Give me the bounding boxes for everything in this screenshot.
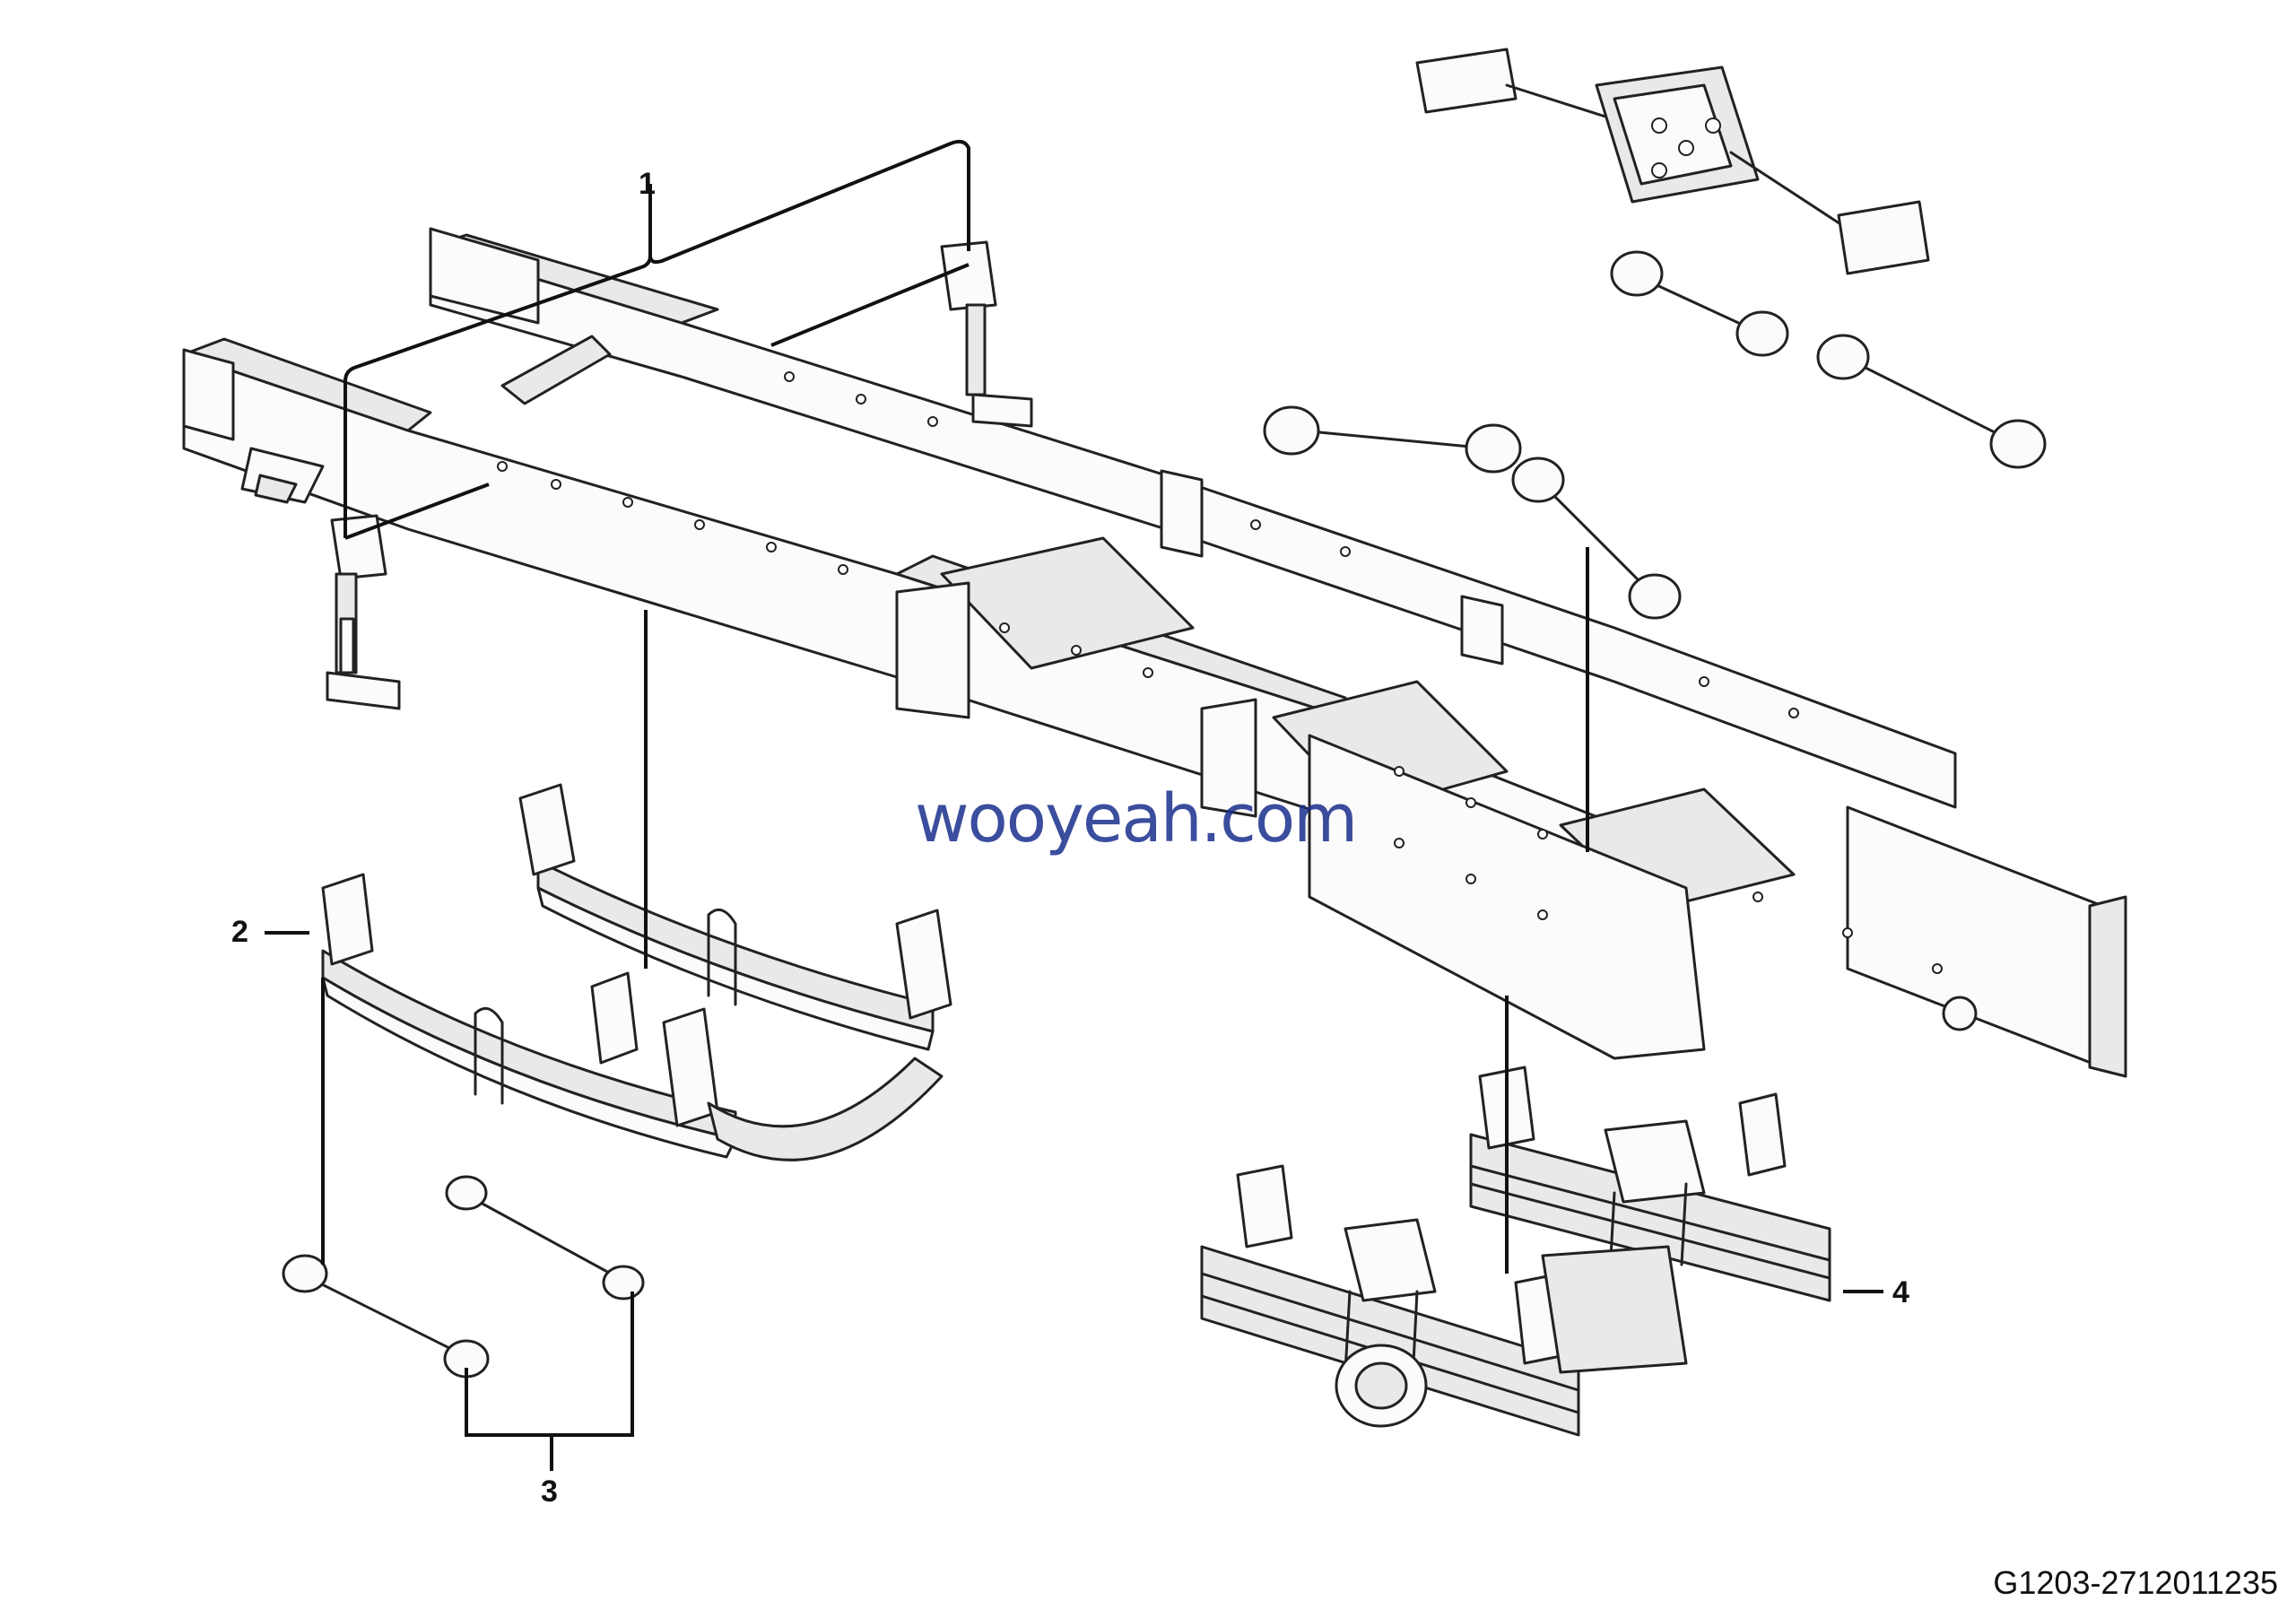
leader-3: [465, 1292, 634, 1437]
reaction-rods-lower: [282, 1175, 645, 1379]
rail-holes: [497, 371, 1943, 974]
front-shock-absorber-right: [940, 240, 1033, 428]
callout-4-label: 4: [1892, 1275, 1909, 1309]
watermark-text: wooyeah.com: [915, 780, 1358, 857]
chassis-frame: [182, 227, 2127, 1078]
reaction-rods-upper: [1263, 250, 2047, 620]
cross-member-1: [940, 536, 1195, 670]
front-leaf-spring-assembly: [321, 783, 952, 1161]
callout-1-label: 1: [639, 167, 656, 201]
callout-3-label: 3: [541, 1474, 558, 1509]
front-cab-mount: [240, 447, 325, 504]
callout-2-label: 2: [231, 915, 248, 949]
rear-torque-rod-assembly: [1415, 48, 1930, 275]
leader-lines: [265, 139, 1883, 1471]
front-shock-absorber-left: [326, 514, 401, 710]
drawing-id: G1203-2712011235: [1993, 1564, 2278, 1601]
rear-tandem-suspension: [1200, 1066, 1831, 1437]
